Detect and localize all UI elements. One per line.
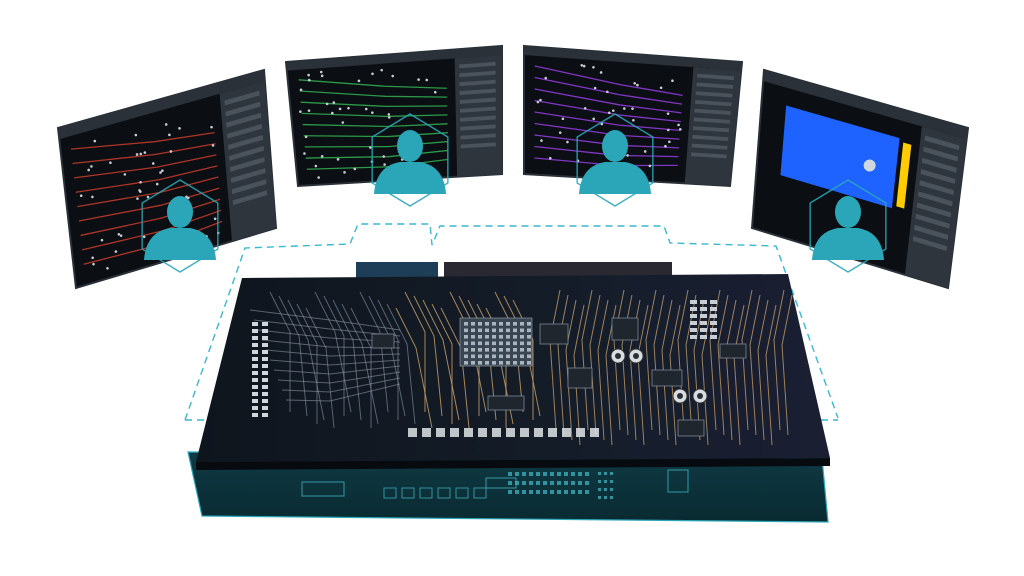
- pcb-base-layer: [187, 451, 829, 523]
- hexagon-frame: [141, 179, 219, 273]
- ic-chip: [539, 323, 569, 345]
- user-silhouette-icon: [576, 113, 654, 207]
- pcb-trace: [75, 165, 218, 193]
- pcb-trace: [301, 112, 448, 118]
- app-toolbar: [524, 46, 742, 71]
- pcb-trace: [74, 154, 217, 179]
- pcb-trace: [304, 140, 449, 148]
- monitor-group: [56, 44, 970, 290]
- pcb-trace: [534, 88, 682, 114]
- pcb-trace: [300, 101, 448, 108]
- pcb-trace: [298, 79, 447, 89]
- ic-chip: [487, 395, 525, 411]
- user-silhouette-icon: [371, 113, 449, 207]
- pcb-trace: [299, 90, 448, 98]
- pcb-board: [196, 262, 830, 470]
- pcb-trace: [303, 132, 448, 138]
- user-head: [602, 130, 628, 162]
- ic-chip: [567, 367, 593, 389]
- user-shoulders: [812, 228, 884, 260]
- pcb-trace: [72, 143, 216, 165]
- pcb-trace: [534, 99, 681, 123]
- pcb-trace: [78, 187, 220, 222]
- thermal-legend: [896, 142, 912, 209]
- pcb-trace: [80, 198, 221, 237]
- user-head: [397, 130, 423, 162]
- ic-chip: [651, 369, 683, 387]
- pcb-trace: [534, 76, 683, 105]
- hexagon-frame: [371, 113, 449, 207]
- user-head: [835, 196, 861, 228]
- pcb-trace: [534, 111, 681, 132]
- ic-chip: [371, 333, 395, 349]
- user-group: [141, 113, 887, 273]
- pcb-trace: [305, 149, 449, 159]
- user-shoulders: [579, 162, 651, 194]
- pcb-trace: [70, 131, 215, 150]
- ic-chip: [719, 343, 747, 359]
- app-toolbar: [58, 70, 265, 140]
- app-toolbar: [763, 70, 968, 140]
- monitor-4: [750, 68, 970, 290]
- thermal-region: [780, 105, 900, 209]
- user-head: [167, 196, 193, 228]
- user-shoulders: [374, 162, 446, 194]
- user-silhouette-icon: [809, 179, 887, 273]
- app-toolbar: [286, 46, 502, 71]
- ic-chip: [677, 419, 705, 437]
- user-shoulders: [144, 228, 216, 260]
- hexagon-frame: [809, 179, 887, 273]
- user-silhouette-icon: [141, 179, 219, 273]
- hexagon-frame: [576, 113, 654, 207]
- ic-chip: [611, 317, 639, 341]
- monitor-1: [56, 68, 278, 290]
- monitor-3: [523, 44, 744, 188]
- pcb-trace: [534, 65, 683, 96]
